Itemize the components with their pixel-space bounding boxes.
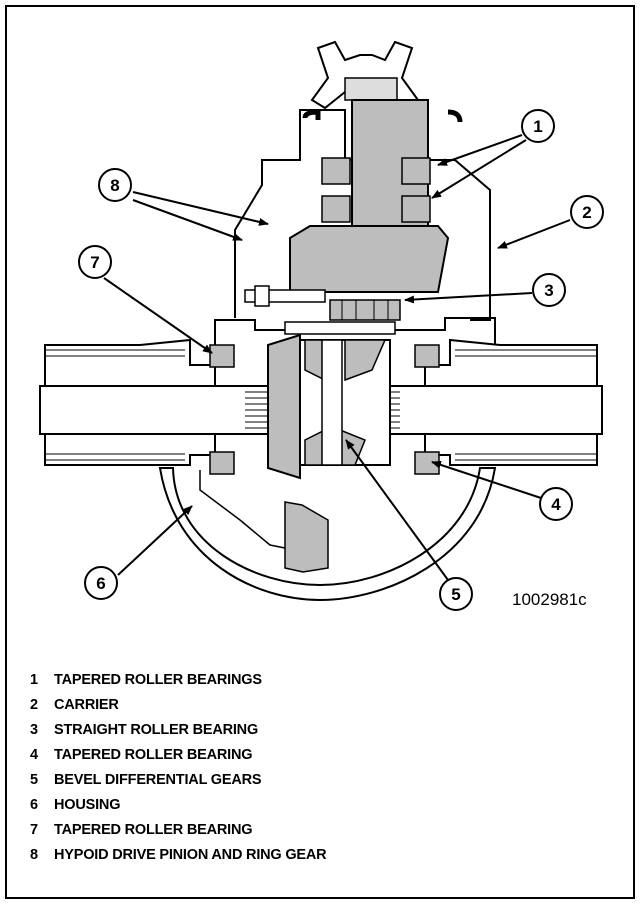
callout-1: 1 [521,109,555,143]
callout-6-leader [117,505,193,576]
legend-item: 1 TAPERED ROLLER BEARINGS [30,668,326,693]
figure-id: 1002981c [512,590,587,609]
legend-number: 5 [30,772,39,788]
cross-shaft [321,339,343,466]
bevel-gear-upper-right [344,339,387,382]
callout-5: 5 [439,577,473,611]
differential-cutaway-drawing: 1 2 3 4 5 6 7 8 [39,40,604,611]
callout-8-leader-b [132,199,243,241]
ring-gear [267,333,301,480]
legend-number: 8 [30,847,39,863]
legend-label: CARRIER [54,697,119,713]
housing-bowl [158,467,497,602]
legend-number: 1 [30,672,39,688]
callout-5-leader [345,439,449,581]
legend-label: STRAIGHT ROLLER BEARING [54,722,259,738]
drive-pinion-head [289,225,450,293]
callout-1-leader-b [431,139,527,199]
straight-roller-bearing [329,299,401,321]
svg-text:1: 1 [533,117,542,136]
legend-number: 7 [30,822,39,838]
callout-8-leader-a [132,191,269,226]
legend-label: BEVEL DIFFERENTIAL GEARS [54,772,262,788]
legend-number: 3 [30,722,39,738]
legend-label: HOUSING [54,797,121,813]
callout-3: 3 [532,273,566,307]
svg-text:4: 4 [551,495,561,514]
callout-2: 2 [570,195,604,229]
legend-item: 4 TAPERED ROLLER BEARING [30,743,326,768]
svg-text:5: 5 [451,585,460,604]
legend-number: 2 [30,697,39,713]
right-axle-shaft [371,385,603,435]
legend-item: 6 HOUSING [30,793,326,818]
callout-6: 6 [84,566,118,600]
legend-item: 2 CARRIER [30,693,326,718]
legend-label: TAPERED ROLLER BEARING [54,822,253,838]
callout-1-leader-a [437,134,523,166]
legend-item: 8 HYPOID DRIVE PINION AND RING GEAR [30,843,327,868]
legend-label: HYPOID DRIVE PINION AND RING GEAR [54,847,327,863]
svg-text:8: 8 [110,176,119,195]
oil-deflector [284,501,329,573]
legend-item: 7 TAPERED ROLLER BEARING [30,818,326,843]
figure-frame [5,5,635,899]
legend-item: 3 STRAIGHT ROLLER BEARING [30,718,326,743]
callout-2-leader [497,219,571,249]
svg-text:7: 7 [90,253,99,272]
callout-4-leader [431,461,542,499]
left-axle-shaft [39,385,271,435]
legend-item: 5 BEVEL DIFFERENTIAL GEARS [30,768,326,793]
callout-7: 7 [78,245,112,279]
legend-number: 4 [30,747,39,763]
parts-legend: 1 TAPERED ROLLER BEARINGS 2 CARRIER 3 STRAI… [30,668,327,868]
callout-7-leader [103,277,213,354]
legend-label: TAPERED ROLLER BEARINGS [54,672,262,688]
svg-text:3: 3 [544,281,553,300]
callout-3-leader [404,292,533,304]
legend-number: 6 [30,797,39,813]
legend-label: TAPERED ROLLER BEARING [54,747,253,763]
svg-text:2: 2 [582,203,591,222]
svg-text:6: 6 [96,574,105,593]
callout-4: 4 [539,487,573,521]
callout-8: 8 [98,168,132,202]
left-side-bearing [209,344,235,368]
